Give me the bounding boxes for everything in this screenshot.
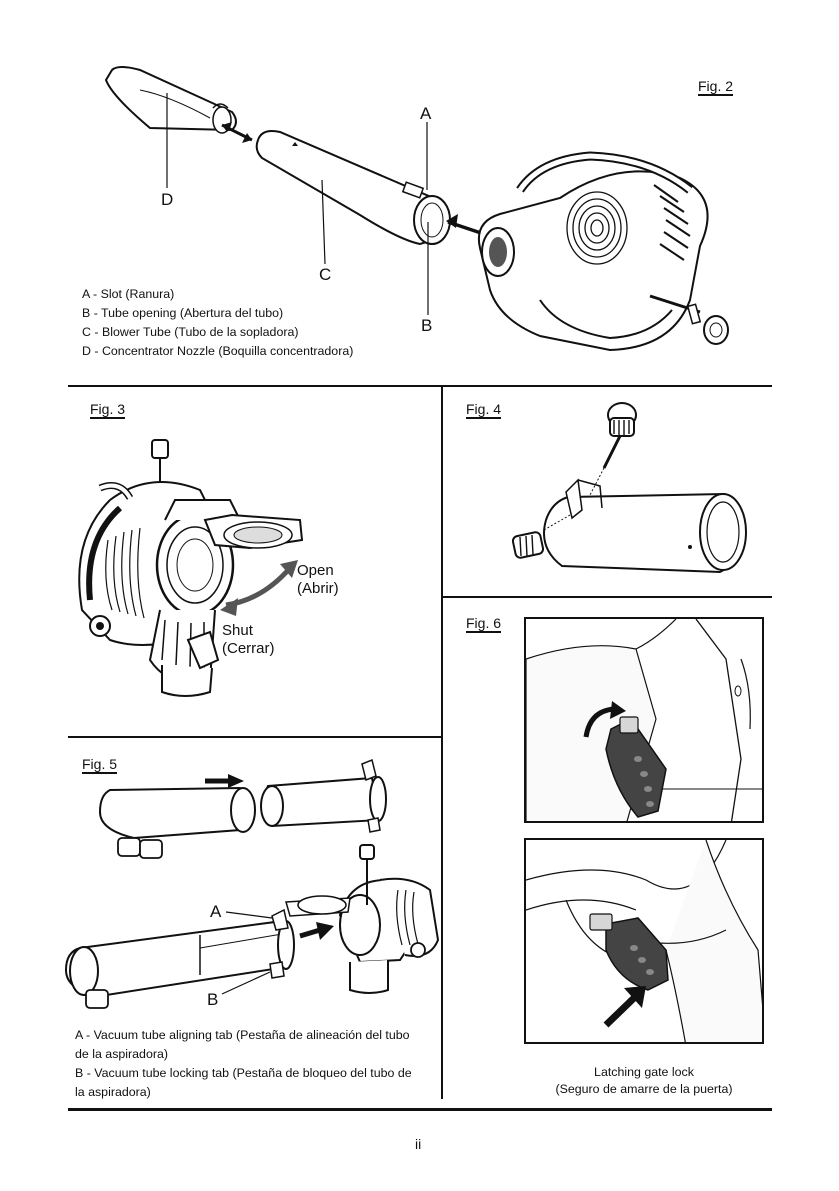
fig5-legend: A - Vacuum tube aligning tab (Pestaña de… — [75, 1026, 412, 1102]
horizontal-rule-bottom — [68, 1108, 772, 1111]
fig2-legend-item: A - Slot (Ranura) — [82, 287, 175, 301]
fig3-label: Fig. 3 — [90, 401, 126, 417]
fig2-label: Fig. 2 — [698, 78, 734, 94]
fig2-callout-a: A — [420, 104, 432, 123]
fig2-illustration — [0, 0, 839, 390]
fig6-photo-bottom — [524, 838, 764, 1044]
open-text: Open — [297, 562, 334, 579]
fig6-label: Fig. 6 — [466, 615, 502, 631]
fig3-open-label: Open (Abrir) — [297, 562, 339, 598]
fig5-legend-line: de la aspiradora) — [75, 1047, 168, 1061]
fig2-legend-item: D - Concentrator Nozzle (Boquilla concen… — [82, 344, 354, 358]
fig2-legend-item: C - Blower Tube (Tubo de la sopladora) — [82, 325, 299, 339]
shut-text-es: (Cerrar) — [222, 640, 275, 657]
fig5-label: Fig. 5 — [82, 756, 118, 772]
fig6-photo-top — [524, 617, 764, 823]
horizontal-rule-left-mid — [68, 736, 442, 738]
fig2-callout-d: D — [161, 190, 174, 209]
horizontal-rule-right-mid — [441, 596, 772, 598]
fig3-shut-label: Shut (Cerrar) — [222, 622, 275, 658]
fig5-callout-a: A — [210, 902, 222, 921]
fig2-callout-c: C — [319, 265, 332, 284]
fig6-caption: Latching gate lock (Seguro de amarre de … — [524, 1064, 764, 1098]
fig5-legend-line: A - Vacuum tube aligning tab (Pestaña de… — [75, 1028, 410, 1042]
fig2-legend: A - Slot (Ranura) B - Tube opening (Aber… — [82, 285, 353, 361]
fig6-caption-line1: Latching gate lock — [594, 1065, 694, 1079]
vertical-rule-center — [441, 386, 443, 1099]
page-number: ii — [415, 1136, 422, 1152]
fig4-label: Fig. 4 — [466, 401, 502, 417]
shut-text: Shut — [222, 622, 253, 639]
fig6-caption-line2: (Seguro de amarre de la puerta) — [555, 1082, 733, 1096]
fig5-callout-b: B — [207, 990, 219, 1009]
fig5-legend-line: la aspiradora) — [75, 1085, 151, 1099]
fig5-legend-line: B - Vacuum tube locking tab (Pestaña de … — [75, 1066, 412, 1080]
open-text-es: (Abrir) — [297, 580, 339, 597]
fig2-callout-b: B — [421, 316, 433, 335]
horizontal-rule-top — [68, 385, 772, 387]
fig2-legend-item: B - Tube opening (Abertura del tubo) — [82, 306, 284, 320]
